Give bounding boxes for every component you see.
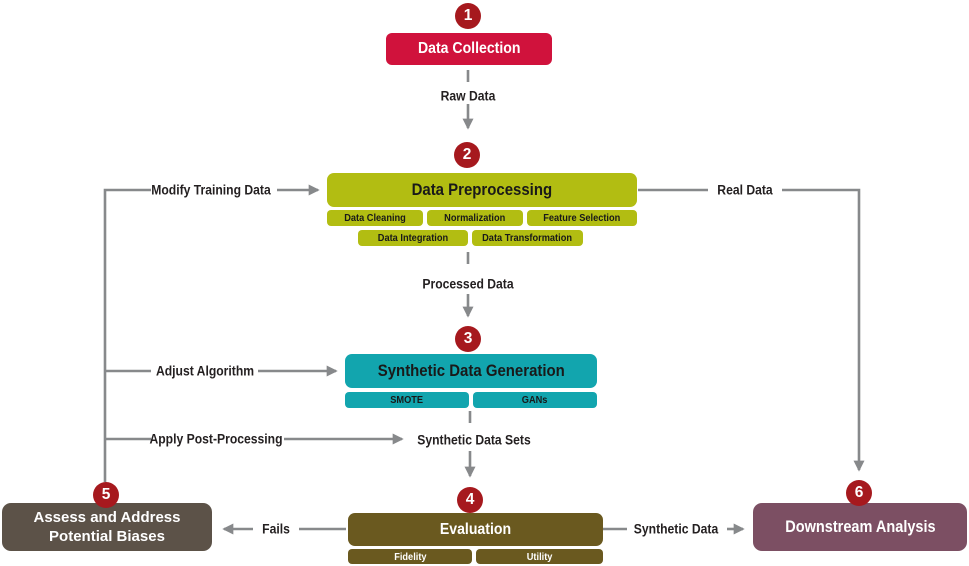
- sub-node-data-cleaning: Data Cleaning: [327, 210, 423, 226]
- node-label: Evaluation: [439, 520, 512, 538]
- sub-node-data-transformation: Data Transformation: [472, 230, 583, 246]
- sub-node-utility: Utility: [476, 549, 603, 564]
- step-badge-2: 2: [454, 142, 480, 168]
- preprocessing-sub-row-2: Data Integration Data Transformation: [358, 230, 583, 246]
- sub-node-fidelity: Fidelity: [348, 549, 472, 564]
- node-label: Data Preprocessing: [411, 180, 553, 199]
- connector-label-synthetic-data: Synthetic Data: [633, 521, 719, 537]
- sub-node-data-integration: Data Integration: [358, 230, 468, 246]
- sub-label: Data Integration: [377, 232, 449, 244]
- node-assess-address-biases: Assess and Address Potential Biases: [2, 503, 212, 551]
- sub-label: SMOTE: [390, 394, 424, 406]
- node-synthetic-data-generation: Synthetic Data Generation: [345, 354, 597, 388]
- node-label: Data Collection: [417, 40, 521, 57]
- preprocessing-sub-row-1: Data Cleaning Normalization Feature Sele…: [327, 210, 637, 226]
- sub-node-feature-selection: Feature Selection: [527, 210, 637, 226]
- sub-label: Data Cleaning: [344, 212, 406, 224]
- sub-label: Utility: [526, 550, 553, 563]
- sub-label: GANs: [522, 394, 548, 406]
- node-label: Synthetic Data Generation: [377, 361, 565, 380]
- generation-sub-row: SMOTE GANs: [345, 392, 597, 408]
- sub-node-gans: GANs: [473, 392, 597, 408]
- node-label: Assess and Address Potential Biases: [33, 508, 181, 546]
- step-badge-6: 6: [846, 480, 872, 506]
- sub-label: Fidelity: [393, 550, 427, 563]
- sub-node-smote: SMOTE: [345, 392, 469, 408]
- connector-label-real-data: Real Data: [717, 182, 773, 198]
- connector-label-synthetic-data-sets: Synthetic Data Sets: [417, 432, 531, 448]
- real-data-line-down: [782, 188, 865, 472]
- sub-label: Normalization: [444, 212, 506, 224]
- node-label: Downstream Analysis: [784, 517, 936, 536]
- connector-label-modify-training-data: Modify Training Data: [151, 182, 271, 198]
- node-data-preprocessing: Data Preprocessing: [327, 173, 637, 207]
- connector-label-raw-data: Raw Data: [440, 88, 496, 104]
- node-downstream-analysis: Downstream Analysis: [753, 503, 967, 551]
- node-data-collection: Data Collection: [386, 33, 552, 65]
- step-badge-3: 3: [455, 326, 481, 352]
- sub-label: Feature Selection: [543, 212, 621, 224]
- step-badge-4: 4: [457, 487, 483, 513]
- node-evaluation: Evaluation: [348, 513, 603, 546]
- feedback-left-rail: [103, 188, 151, 482]
- evaluation-sub-row: Fidelity Utility: [348, 549, 603, 564]
- connector-label-apply-post-processing: Apply Post-Processing: [149, 431, 283, 447]
- connector-label-fails: Fails: [262, 521, 290, 537]
- sub-node-normalization: Normalization: [427, 210, 523, 226]
- sub-label: Data Transformation: [482, 232, 573, 244]
- step-badge-1: 1: [455, 3, 481, 29]
- connector-label-processed-data: Processed Data: [422, 276, 514, 292]
- connector-label-adjust-algorithm: Adjust Algorithm: [155, 363, 255, 379]
- step-badge-5: 5: [93, 482, 119, 508]
